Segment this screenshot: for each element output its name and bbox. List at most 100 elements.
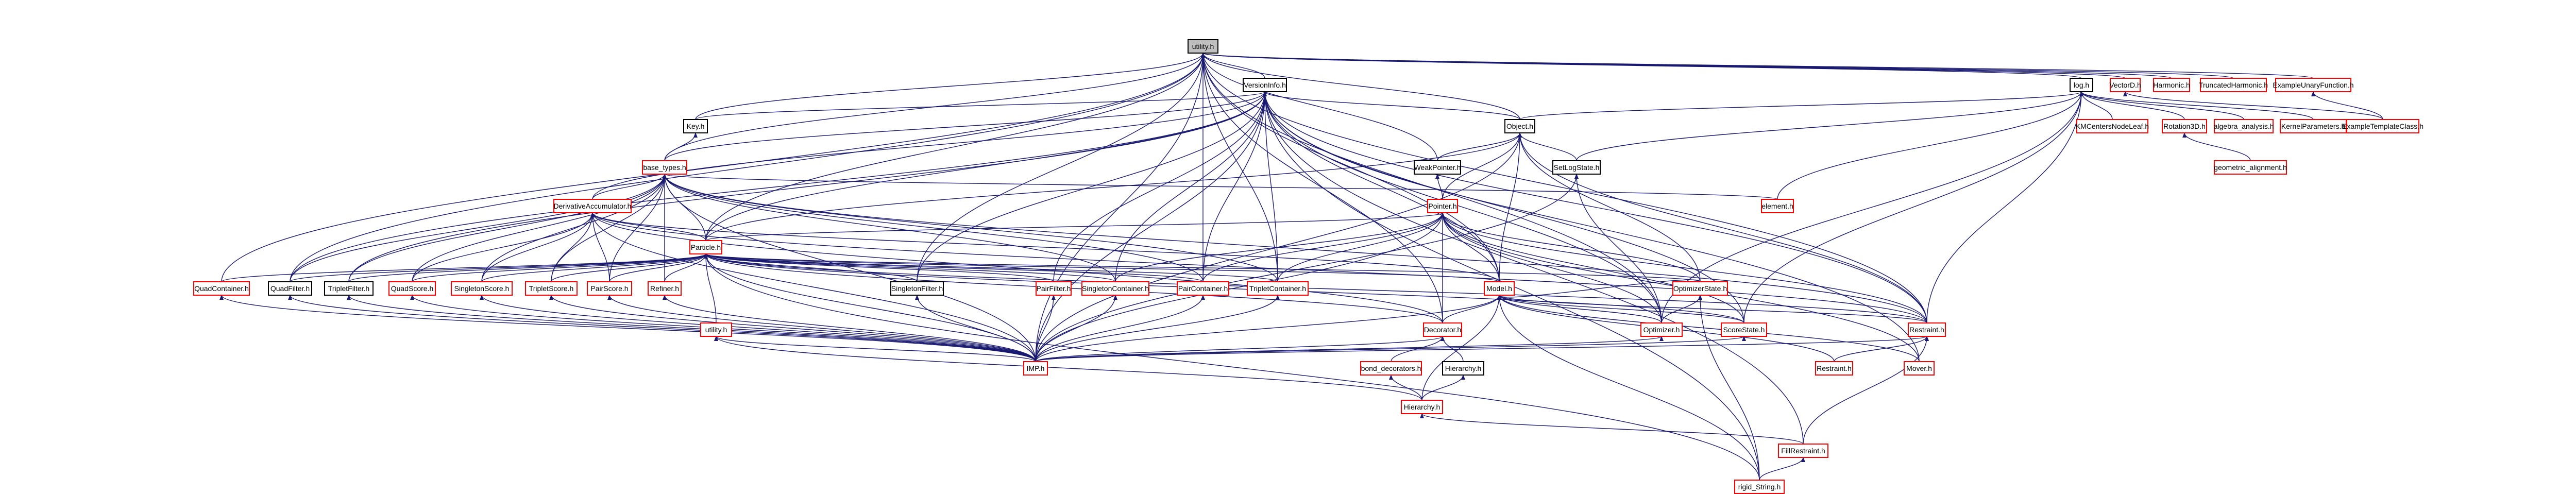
node-pointer[interactable]: Pointer.h bbox=[1427, 199, 1458, 213]
node-log[interactable]: log.h bbox=[2070, 78, 2093, 92]
node-box bbox=[1908, 322, 1946, 337]
node-fill-restraint[interactable]: FillRestraint.h bbox=[1778, 444, 1828, 458]
edge-triplet_container-to-base_types bbox=[663, 174, 1278, 282]
edge-rotation3d-to-log bbox=[2079, 91, 2185, 120]
node-box bbox=[324, 281, 374, 296]
node-triplet-filter[interactable]: TripletFilter.h bbox=[324, 281, 374, 296]
node-mover[interactable]: Mover.h bbox=[1904, 361, 1935, 376]
edge-imp-to-pair_filter bbox=[1035, 295, 1056, 362]
node-label: element.h bbox=[1761, 202, 1793, 210]
edge-imp-to-decorator bbox=[1035, 336, 1445, 362]
node-box bbox=[1247, 281, 1309, 296]
edge-singleton_filter-to-utility_top bbox=[917, 53, 1205, 282]
edge-rigid_string-to-model bbox=[1497, 295, 1760, 481]
edge-fill_restraint-to-vector3 bbox=[1263, 91, 1804, 445]
node-example-unary[interactable]: ExampleUnaryFunction.h bbox=[2273, 78, 2354, 92]
node-harmonic[interactable]: Harmonic.h bbox=[2153, 78, 2190, 92]
node-box bbox=[1778, 444, 1828, 458]
edge-triplet_score-to-deriv_accum bbox=[551, 212, 595, 282]
edge-deriv_accum-to-vector3 bbox=[592, 91, 1267, 200]
edge-triplet_score-to-base_types bbox=[551, 174, 667, 282]
node-imp[interactable]: IMP.h bbox=[1023, 361, 1048, 376]
node-quad-container[interactable]: QuadContainer.h bbox=[193, 281, 250, 296]
node-utility-mid[interactable]: utility.h bbox=[700, 322, 732, 337]
node-optimizer-state[interactable]: OptimizerState.h bbox=[1672, 281, 1728, 296]
node-weak-pointer[interactable]: WeakPointer.h bbox=[1414, 160, 1461, 175]
node-geometric-alignment[interactable]: geometric_alignment.h bbox=[2214, 160, 2287, 175]
node-label: Rotation3D.h bbox=[2163, 122, 2206, 130]
edge-imp-to-vector3 bbox=[1035, 91, 1267, 362]
node-example-template[interactable]: ExampleTemplateClass.h bbox=[2342, 119, 2424, 133]
node-base-types[interactable]: base_types.h bbox=[642, 160, 687, 175]
node-label: QuadFilter.h bbox=[270, 284, 310, 293]
edge-particle-to-deriv_accum bbox=[590, 212, 706, 241]
node-restraint-set[interactable]: Restraint.h bbox=[1815, 361, 1853, 376]
node-deriv-accum[interactable]: DerivativeAccumulator.h bbox=[553, 199, 632, 213]
node-box bbox=[587, 281, 632, 296]
node-quad-score[interactable]: QuadScore.h bbox=[388, 281, 436, 296]
node-algebra-analysis[interactable]: algebra_analysis.h bbox=[2214, 119, 2274, 133]
node-trunc-harmonic[interactable]: TruncatedHarmonic.h bbox=[2199, 78, 2268, 92]
node-set-log-state[interactable]: SetLogState.h bbox=[1552, 160, 1601, 175]
node-optimizer[interactable]: Optimizer.h bbox=[1640, 322, 1683, 337]
node-kernel-params[interactable]: KernelParameters.h bbox=[2280, 119, 2347, 133]
edge-algebra_analysis-to-log bbox=[2079, 91, 2244, 120]
node-box bbox=[525, 281, 578, 296]
edge-imp-to-deriv_accum bbox=[590, 212, 1036, 362]
node-object[interactable]: Object.h bbox=[1504, 119, 1535, 133]
node-hierarchy-a[interactable]: Hierarchy.h bbox=[1442, 361, 1484, 376]
node-refiner[interactable]: Refiner.h bbox=[648, 281, 682, 296]
node-box bbox=[2070, 78, 2093, 92]
edge-restraint-to-pointer bbox=[1440, 212, 1927, 323]
edge-imp-to-score_state bbox=[1035, 336, 1746, 362]
node-label: QuadScore.h bbox=[391, 284, 434, 293]
node-quad-filter[interactable]: QuadFilter.h bbox=[268, 281, 312, 296]
node-label: Pointer.h bbox=[1428, 202, 1456, 210]
node-label: FillRestraint.h bbox=[1781, 447, 1825, 455]
node-restraint[interactable]: Restraint.h bbox=[1908, 322, 1946, 337]
edge-imp-to-triplet_filter bbox=[347, 295, 1036, 362]
edge-triplet_container-to-vector3 bbox=[1263, 91, 1278, 282]
node-label: Model.h bbox=[1486, 284, 1512, 293]
node-rotation3d[interactable]: Rotation3D.h bbox=[2162, 119, 2207, 133]
node-singleton-score[interactable]: SingletonScore.h bbox=[451, 281, 513, 296]
node-score-state[interactable]: ScoreState.h bbox=[1721, 322, 1767, 337]
edge-model-to-pointer bbox=[1440, 212, 1500, 282]
edge-trunc_harmonic-to-utility_top bbox=[1201, 53, 2234, 79]
node-triplet-score[interactable]: TripletScore.h bbox=[525, 281, 578, 296]
node-singleton-container[interactable]: SingletonContainer.h bbox=[1081, 281, 1149, 296]
node-bond-decorators[interactable]: bond_decorators.h bbox=[1360, 361, 1422, 376]
edge-triplet_container-to-particle bbox=[704, 253, 1278, 282]
node-key[interactable]: Key.h bbox=[683, 119, 708, 133]
node-pair-score[interactable]: PairScore.h bbox=[587, 281, 632, 296]
node-pair-filter[interactable]: PairFilter.h bbox=[1036, 281, 1072, 296]
node-vector3[interactable]: VersionInfo.h bbox=[1243, 78, 1287, 92]
node-kmc-node[interactable]: KMCentersNodeLeaf.h bbox=[2076, 119, 2149, 133]
node-hierarchy-b[interactable]: Hierarchy.h bbox=[1401, 400, 1443, 414]
node-box bbox=[1552, 160, 1601, 175]
edge-rigid_string-to-optimizer_state bbox=[1698, 295, 1760, 481]
node-triplet-container[interactable]: TripletContainer.h bbox=[1247, 281, 1309, 296]
node-vectorD[interactable]: VectorD.h bbox=[2109, 78, 2141, 92]
node-model[interactable]: Model.h bbox=[1484, 281, 1515, 296]
edge-model-to-vector3 bbox=[1263, 91, 1500, 282]
node-singleton-filter[interactable]: SingletonFilter.h bbox=[890, 281, 944, 296]
edge-particle-to-utility_top bbox=[705, 53, 1205, 241]
node-particle[interactable]: Particle.h bbox=[689, 240, 722, 254]
node-rigid-string[interactable]: rigid_String.h bbox=[1734, 480, 1785, 494]
node-box bbox=[1640, 322, 1683, 337]
edge-singleton_container-to-pointer bbox=[1115, 212, 1445, 282]
edge-set_log_state-to-log bbox=[1576, 91, 2083, 161]
node-label: Restraint.h bbox=[1909, 326, 1944, 334]
node-box bbox=[1734, 480, 1785, 494]
edge-optimizer_state-to-model bbox=[1497, 279, 1701, 300]
edge-pair_score-to-particle bbox=[609, 253, 708, 282]
node-decorator[interactable]: Decorator.h bbox=[1423, 322, 1462, 337]
node-box bbox=[193, 281, 250, 296]
node-utility-top[interactable]: utility.h bbox=[1188, 39, 1218, 54]
node-label: TripletScore.h bbox=[529, 284, 574, 293]
node-element[interactable]: element.h bbox=[1761, 199, 1794, 213]
node-pair-container[interactable]: PairContainer.h bbox=[1177, 281, 1229, 296]
edge-optimizer-to-model bbox=[1497, 295, 1662, 323]
edge-model-to-object bbox=[1499, 132, 1522, 282]
